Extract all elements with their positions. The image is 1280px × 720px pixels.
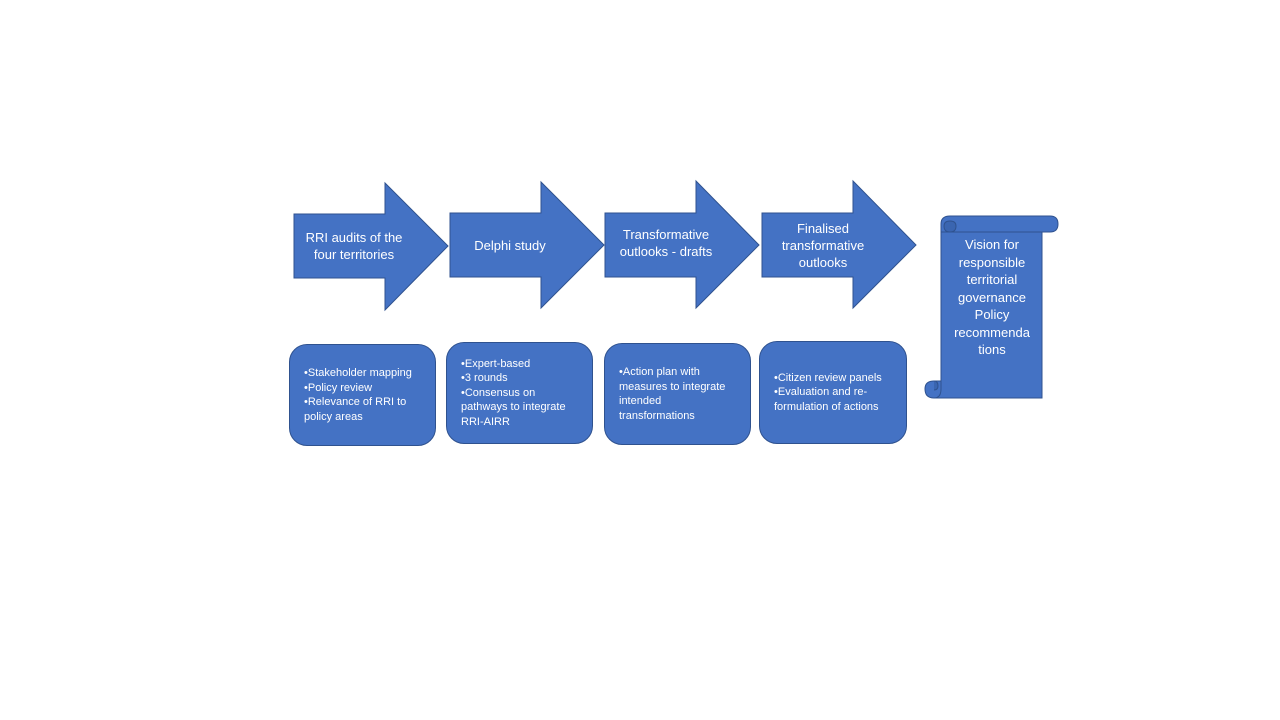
vision-line: Vision for	[965, 237, 1019, 252]
stage-1-title: RRI audits of the four territories	[296, 222, 412, 270]
stage-3-title: Transformative outlooks - drafts	[606, 219, 726, 267]
stage-1-title-line: four territories	[313, 247, 395, 262]
stage-3-title-line: Transformative	[622, 227, 710, 242]
stage-3-title-line: outlooks - drafts	[619, 244, 713, 259]
stage-3-details: Action plan with measures to integrate i…	[604, 343, 751, 445]
stage-4-details: Citizen review panels Evaluation and re-…	[759, 341, 907, 444]
vision-line: territorial	[966, 272, 1018, 287]
detail-bullet: Action plan with measures to integrate i…	[619, 365, 740, 423]
vision-line: tions	[978, 342, 1006, 357]
detail-bullet: Stakeholder mapping	[304, 366, 425, 381]
stage-4-title: Finalised transformative outlooks	[764, 218, 882, 272]
vision-line: Policy	[974, 307, 1010, 322]
vision-line: responsible	[958, 254, 1026, 270]
vision-line: governance	[958, 289, 1026, 305]
vision-scroll	[924, 215, 1059, 399]
stage-2-arrow	[449, 180, 605, 310]
stage-4-title-line: outlooks	[798, 254, 848, 270]
stage-2-title: Delphi study	[452, 221, 568, 269]
vision-line: recommenda	[954, 324, 1030, 340]
stage-1-details: Stakeholder mapping Policy review Releva…	[289, 344, 436, 446]
detail-bullet: Consensus on pathways to integrate RRI-A…	[461, 386, 582, 430]
vision-text: Vision for responsible territorial gover…	[944, 236, 1040, 359]
stage-1-title-line: RRI audits of the	[305, 230, 403, 245]
stage-2-title-line: Delphi study	[474, 237, 546, 253]
detail-bullet: Policy review	[304, 381, 425, 396]
stage-4-title-line: Finalised	[796, 220, 850, 236]
stage-4-arrow	[761, 179, 917, 310]
stage-3-arrow	[604, 179, 760, 310]
detail-bullet: Evaluation and re-formulation of actions	[774, 385, 896, 414]
stage-2-details: Expert-based 3 rounds Consensus on pathw…	[446, 342, 593, 444]
stage-4-title-line: transformative	[781, 237, 865, 253]
detail-bullet: 3 rounds	[461, 371, 582, 386]
stage-1-arrow	[293, 181, 449, 312]
detail-bullet: Expert-based	[461, 357, 582, 372]
detail-bullet: Citizen review panels	[774, 371, 896, 386]
detail-bullet: Relevance of RRI to policy areas	[304, 395, 425, 424]
